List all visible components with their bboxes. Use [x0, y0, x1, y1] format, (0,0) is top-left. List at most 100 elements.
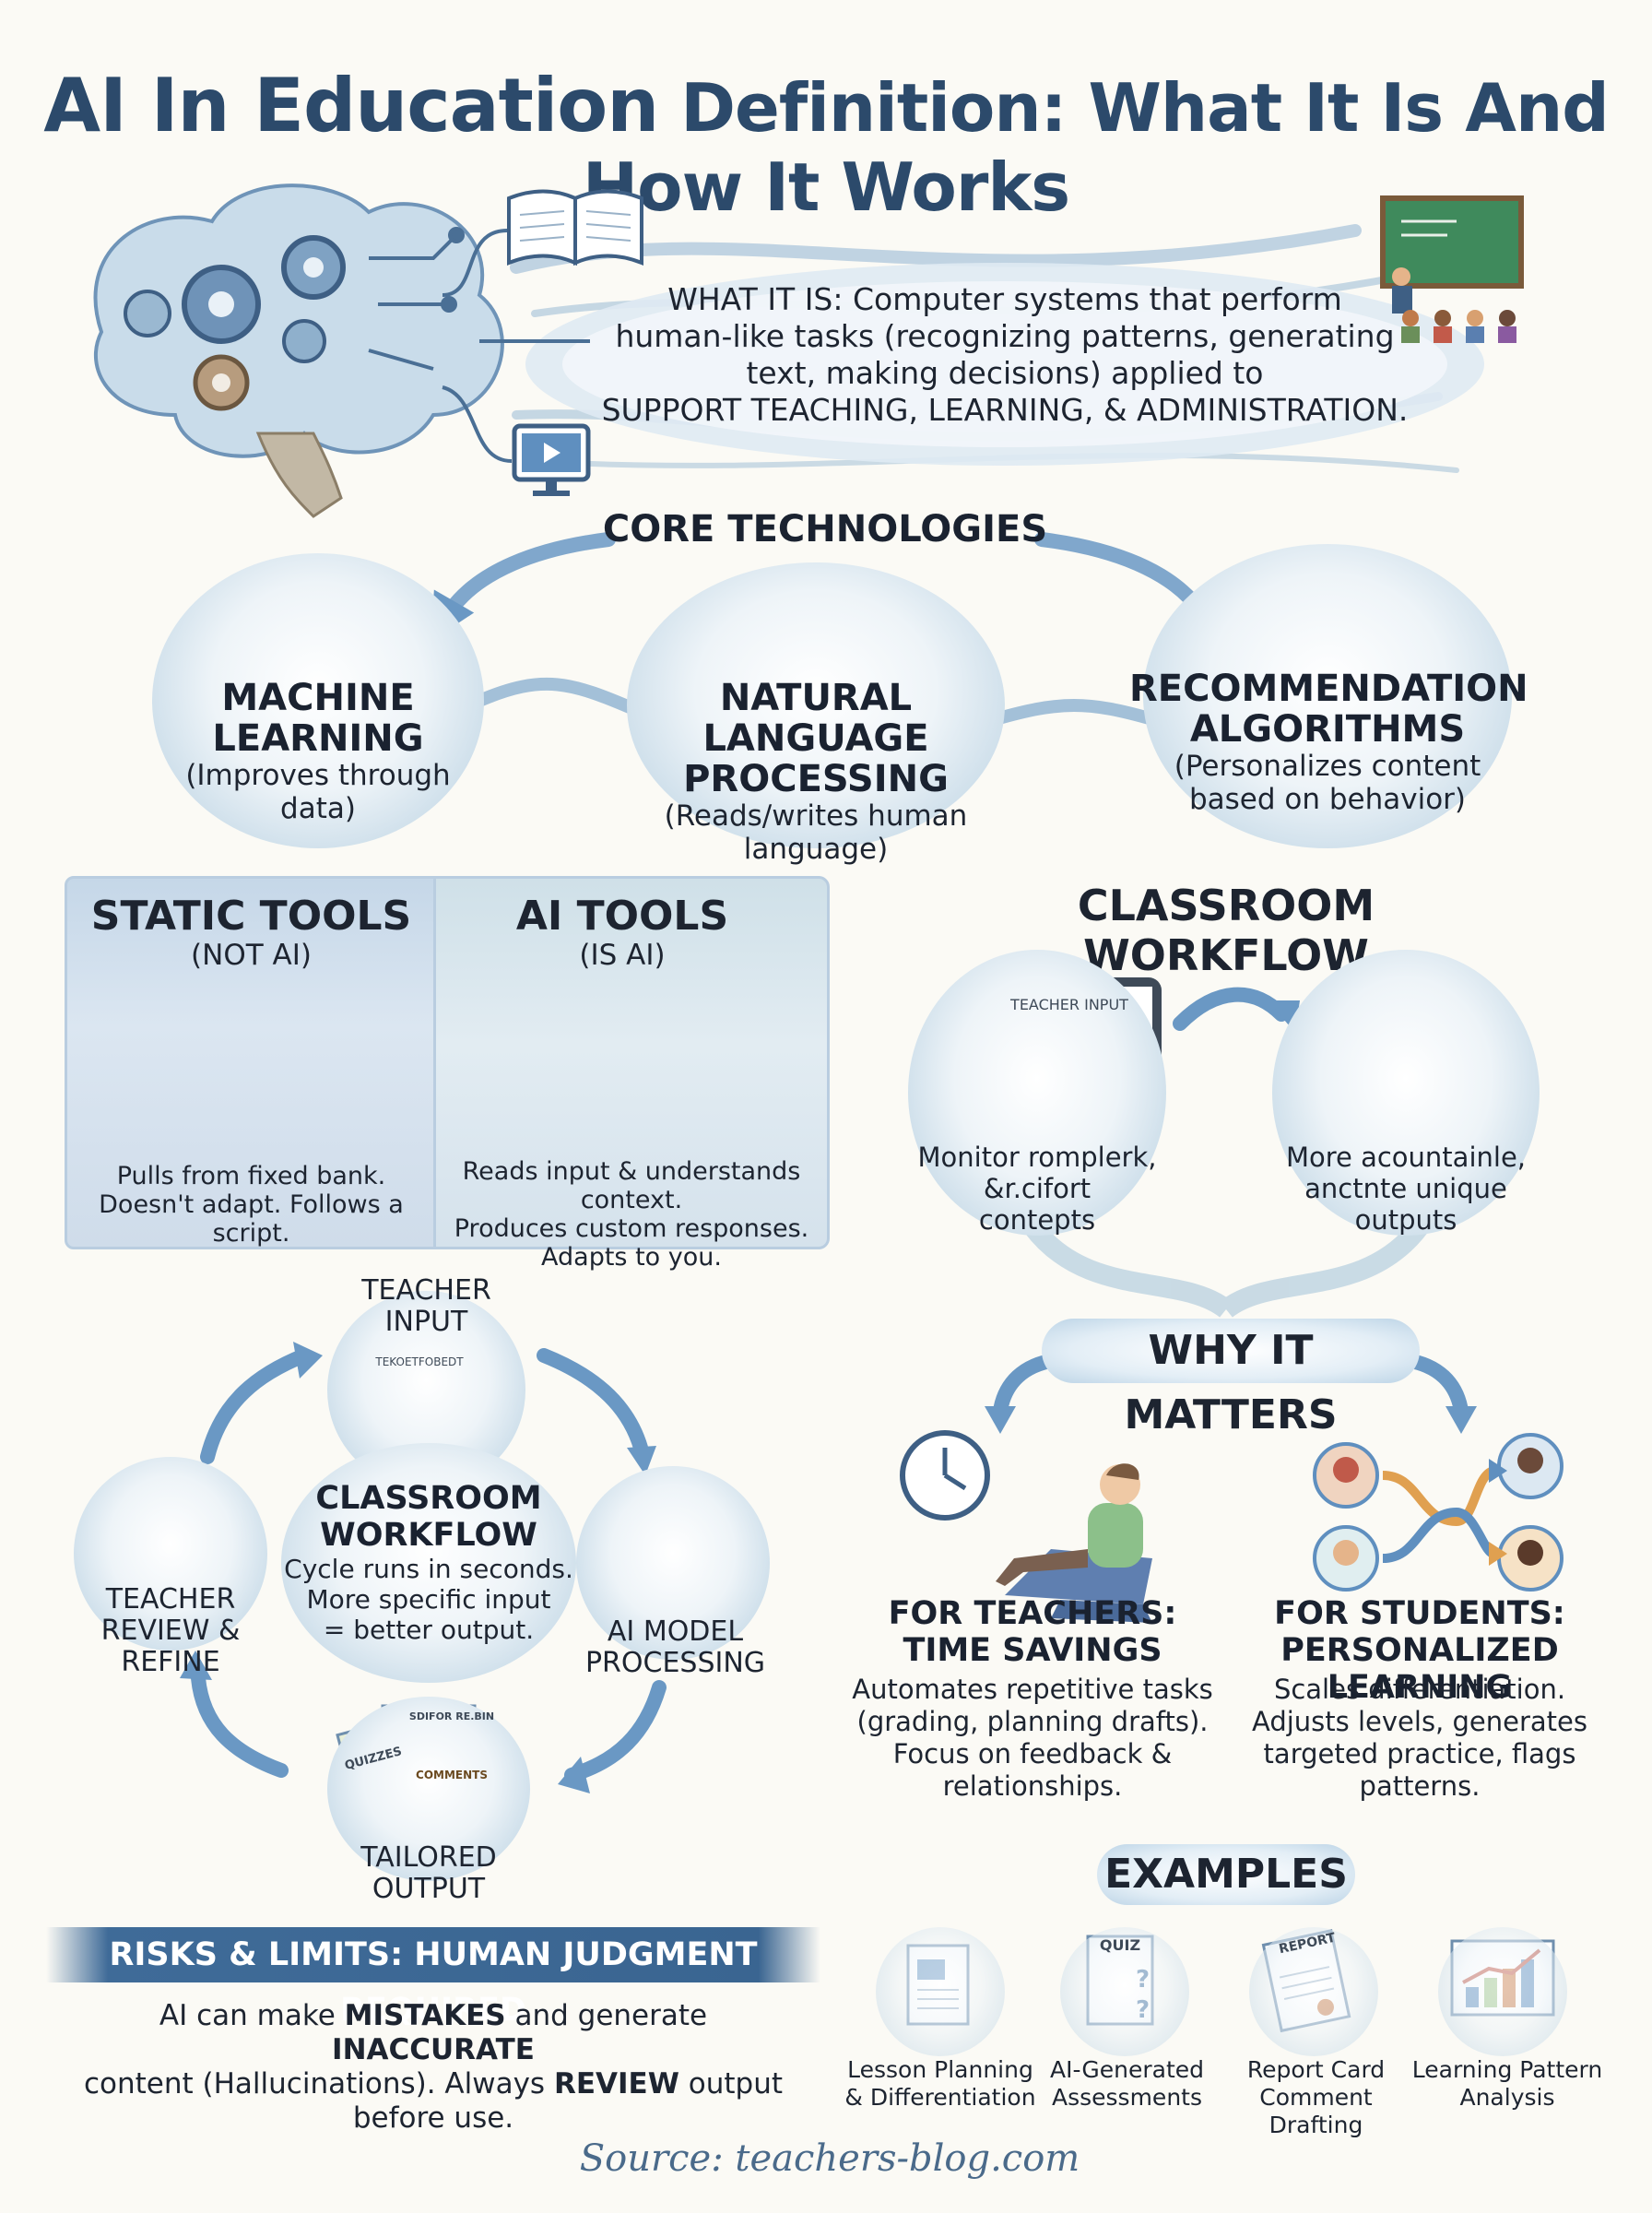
- classroom-workflow-heading: CLASSROOM WORKFLOW: [1077, 881, 1375, 980]
- machine-learning-bubble: [152, 553, 484, 848]
- workflow-right-arrow: [1173, 987, 1289, 1031]
- clock-icon: [900, 1430, 990, 1521]
- example-3-label-1: Report Card: [1246, 2056, 1386, 2083]
- for-students-block: FOR STUDENTS: PERSONALIZED LEARNING: [1217, 1595, 1622, 1706]
- what-it-is-line-4: SUPPORT TEACHING, LEARNING, & ADMINISTRA…: [601, 392, 1409, 428]
- example-1-label: Lesson Planning & Differentiation: [844, 2056, 1037, 2112]
- for-teachers-title-1: FOR TEACHERS:: [888, 1595, 1177, 1632]
- example-4-label-1: Learning Pattern: [1411, 2056, 1603, 2083]
- for-students-desc-3: targeted practice, flags patterns.: [1263, 1738, 1576, 1802]
- cycle-review-2: REVIEW &: [100, 1615, 241, 1647]
- example-bubble-1: [876, 1927, 1005, 2056]
- example-4-label-2: Analysis: [1459, 2084, 1555, 2111]
- what-it-is-text: WHAT IT IS: Computer systems that perfor…: [599, 281, 1410, 429]
- for-teachers-desc-4: relationships.: [942, 1770, 1123, 1802]
- chalkboard-teacher-icon: [1380, 195, 1524, 343]
- example-bubble-2: [1060, 1927, 1189, 2056]
- nlp-desc-1: (Reads/writes human: [664, 799, 968, 833]
- video-monitor-icon: [512, 423, 591, 496]
- example-1-label-1: Lesson Planning: [847, 2056, 1033, 2083]
- workflow-output-line-1: More acountainle,: [1285, 1142, 1527, 1173]
- ai-tools-subtitle: (IS AI): [579, 939, 666, 972]
- workflow-output-text: More acountainle, anctnte unique outputs: [1268, 1142, 1544, 1236]
- cycle-review-3: REFINE: [121, 1646, 220, 1678]
- cycle-arrows: [191, 1348, 667, 1782]
- core-technologies-heading: CORE TECHNOLOGIES: [602, 508, 1048, 550]
- students-path-icon: [1313, 1433, 1564, 1592]
- risks-text-2: and generate: [505, 1999, 708, 2032]
- risks-text-3: content (Hallucinations). Always: [83, 2067, 554, 2101]
- cycle-center-bubble: [281, 1443, 576, 1683]
- recommendation-title-1: RECOMMENDATION: [1129, 668, 1528, 710]
- machine-learning-title-2: LEARNING: [212, 717, 424, 760]
- tech-connectors: [477, 677, 1154, 726]
- for-teachers-desc-3: Focus on feedback &: [892, 1738, 1173, 1769]
- risks-inaccurate: INACCURATE: [332, 2033, 535, 2066]
- cycle-ai-model-2: PROCESSING: [584, 1647, 766, 1679]
- nlp-label: NATURAL LANGUAGE PROCESSING (Reads/write…: [608, 678, 1023, 866]
- risks-text: AI can make MISTAKES and generate INACCU…: [55, 1999, 811, 2136]
- machine-learning-title-1: MACHINE: [221, 677, 415, 719]
- example-1-label-2: & Differentiation: [844, 2084, 1036, 2111]
- title-part-1: AI In Education: [43, 63, 659, 148]
- cycle-doc-top-label: SDIFOR RE.BIN: [408, 1710, 495, 1722]
- cycle-tablet-label: TEKOETFOBEDT: [375, 1355, 464, 1368]
- workflow-output-bubble: [1272, 950, 1540, 1236]
- static-tools-header: STATIC TOOLS (NOT AI): [65, 893, 438, 973]
- example-bubble-3: [1249, 1927, 1378, 2056]
- ai-tools-desc-1: Reads input & understands context.: [462, 1157, 801, 1214]
- cycle-teacher-input-2: INPUT: [384, 1306, 468, 1338]
- what-it-is-line-1: WHAT IT IS: Computer systems that perfor…: [667, 281, 1342, 317]
- nlp-bubble: [627, 562, 1005, 848]
- what-it-is-line-2: human-like tasks (recognizing patterns, …: [615, 318, 1395, 354]
- cycle-ai-model-label: AI MODEL PROCESSING: [572, 1616, 779, 1679]
- workflow-input-bubble: [908, 950, 1166, 1236]
- page-title: AI In Education Definition: What It Is A…: [37, 63, 1615, 226]
- example-2-label-1: AI-Generated: [1049, 2056, 1205, 2083]
- for-teachers-desc-1: Automates repetitive tasks: [852, 1674, 1213, 1705]
- for-students-desc: Scales differentiation. Adjusts levels, …: [1208, 1674, 1632, 1803]
- relaxing-teacher-icon: [996, 1463, 1152, 1623]
- risks-line-3: before use.: [352, 2101, 514, 2135]
- static-tools-subtitle: (NOT AI): [191, 939, 312, 972]
- risks-mistakes: MISTAKES: [344, 1999, 506, 2032]
- example-2-label-2: Assessments: [1052, 2084, 1202, 2111]
- machine-learning-label: MACHINE LEARNING (Improves through data): [138, 678, 498, 825]
- static-tools-desc-2: Doesn't adapt. Follows a script.: [99, 1190, 404, 1248]
- workflow-input-line-2: &r.cifort: [983, 1173, 1092, 1204]
- examples-heading: EXAMPLES: [1097, 1844, 1355, 1905]
- workflow-tablet-label: TEACHER INPUT: [1010, 996, 1128, 1013]
- for-teachers-title-2: TIME SAVINGS: [903, 1632, 1162, 1669]
- example-2-label: AI-Generated Assessments: [1037, 2056, 1217, 2112]
- for-teachers-desc-2: (grading, planning drafts).: [856, 1706, 1209, 1737]
- cycle-output-label: TAILORED OUTPUT: [327, 1842, 530, 1905]
- recommendation-label: RECOMMENDATION ALGORITHMS (Personalizes …: [1129, 668, 1528, 816]
- cycle-review-bubble: [74, 1457, 267, 1651]
- static-tools-title: STATIC TOOLS: [90, 893, 412, 940]
- workflow-input-line-3: contepts: [978, 1204, 1096, 1236]
- ai-tools-title: AI TOOLS: [515, 893, 729, 940]
- cycle-teacher-input-label: TEACHER INPUT: [327, 1275, 525, 1338]
- for-students-desc-1: Scales differentiation.: [1273, 1674, 1566, 1705]
- workflow-to-why-swirl: [1024, 1220, 1428, 1318]
- source-credit: Source: teachers-blog.com: [579, 2137, 1080, 2180]
- for-students-title-1: FOR STUDENTS:: [1274, 1595, 1565, 1632]
- cycle-center-title-2: WORKFLOW: [320, 1517, 537, 1554]
- what-it-is-line-3: text, making decisions) applied to: [746, 355, 1264, 391]
- cycle-center-desc-3: = better output.: [323, 1615, 535, 1645]
- cycle-review-label: TEACHER REVIEW & REFINE: [74, 1584, 267, 1678]
- nlp-title-1: NATURAL LANGUAGE: [702, 677, 929, 760]
- cycle-center-text: CLASSROOM WORKFLOW Cycle runs in seconds…: [281, 1480, 576, 1645]
- risks-text-1: AI can make: [159, 1999, 345, 2032]
- cycle-ai-model-1: AI MODEL: [607, 1615, 744, 1648]
- risks-review: REVIEW: [553, 2067, 679, 2101]
- recommendation-title-2: ALGORITHMS: [1189, 708, 1466, 751]
- quiz-icon-label: QUIZ: [1099, 1936, 1141, 1954]
- risks-line-1: AI can make MISTAKES and generate INACCU…: [55, 1999, 811, 2067]
- brain-connectors: [442, 229, 590, 463]
- cycle-teacher-input-1: TEACHER: [361, 1274, 491, 1307]
- cycle-review-1: TEACHER: [105, 1583, 236, 1615]
- book-icon: [507, 189, 643, 266]
- brain-gears-icon: [93, 183, 504, 518]
- ai-tools-desc-2: Produces custom responses.: [454, 1214, 809, 1243]
